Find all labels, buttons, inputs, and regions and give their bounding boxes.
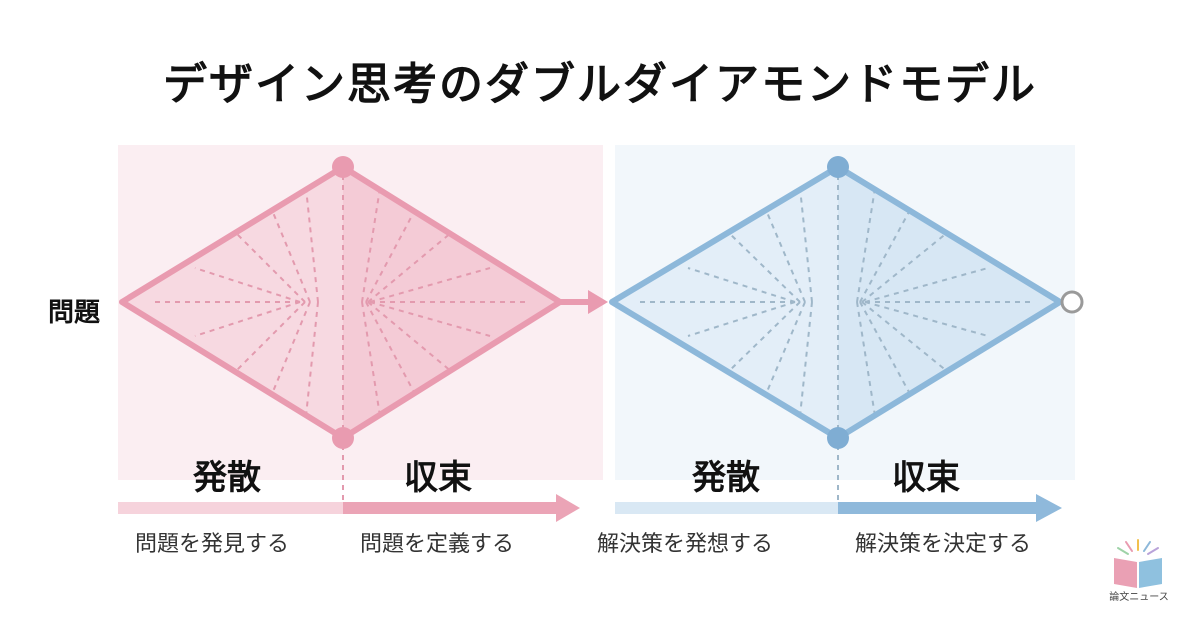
first-diamond-bottom-node bbox=[332, 427, 354, 449]
phase-label-discover: 発散 bbox=[193, 458, 261, 498]
phase-label-define: 収束 bbox=[404, 458, 472, 498]
step-label-develop: 解決策を発想する bbox=[597, 532, 774, 557]
second-diamond-bottom-node bbox=[827, 427, 849, 449]
page-title: デザイン思考のダブルダイアモンドモデル bbox=[163, 59, 1037, 110]
logo-text: 論文ニュース bbox=[1109, 592, 1169, 603]
end-node bbox=[1060, 290, 1084, 314]
second-bar-arrowhead bbox=[1036, 494, 1062, 522]
problem-label: 問題 bbox=[48, 298, 101, 328]
second-converge-bar bbox=[838, 502, 1038, 514]
phase-label-develop: 発散 bbox=[692, 458, 760, 498]
second-diamond-outline bbox=[609, 164, 1063, 441]
step-label-deliver: 解決策を決定する bbox=[855, 532, 1032, 557]
first-converge-bar bbox=[343, 502, 558, 514]
first-bar-arrowhead bbox=[556, 494, 580, 522]
book-logo-icon bbox=[1114, 539, 1162, 588]
first-diamond-top-node bbox=[332, 156, 354, 178]
second-diamond-rays bbox=[640, 175, 1030, 512]
second-diamond-top-node bbox=[827, 156, 849, 178]
second-diverge-bar bbox=[615, 502, 838, 514]
connector-arrowhead bbox=[588, 290, 608, 314]
phase-label-deliver: 収束 bbox=[892, 458, 960, 498]
first-diamond-rays bbox=[150, 175, 530, 512]
first-diverge-bar bbox=[118, 502, 343, 514]
first-diamond-left-fill bbox=[122, 167, 343, 438]
step-label-define: 問題を定義する bbox=[360, 532, 515, 557]
step-label-discover: 問題を発見する bbox=[135, 532, 290, 557]
